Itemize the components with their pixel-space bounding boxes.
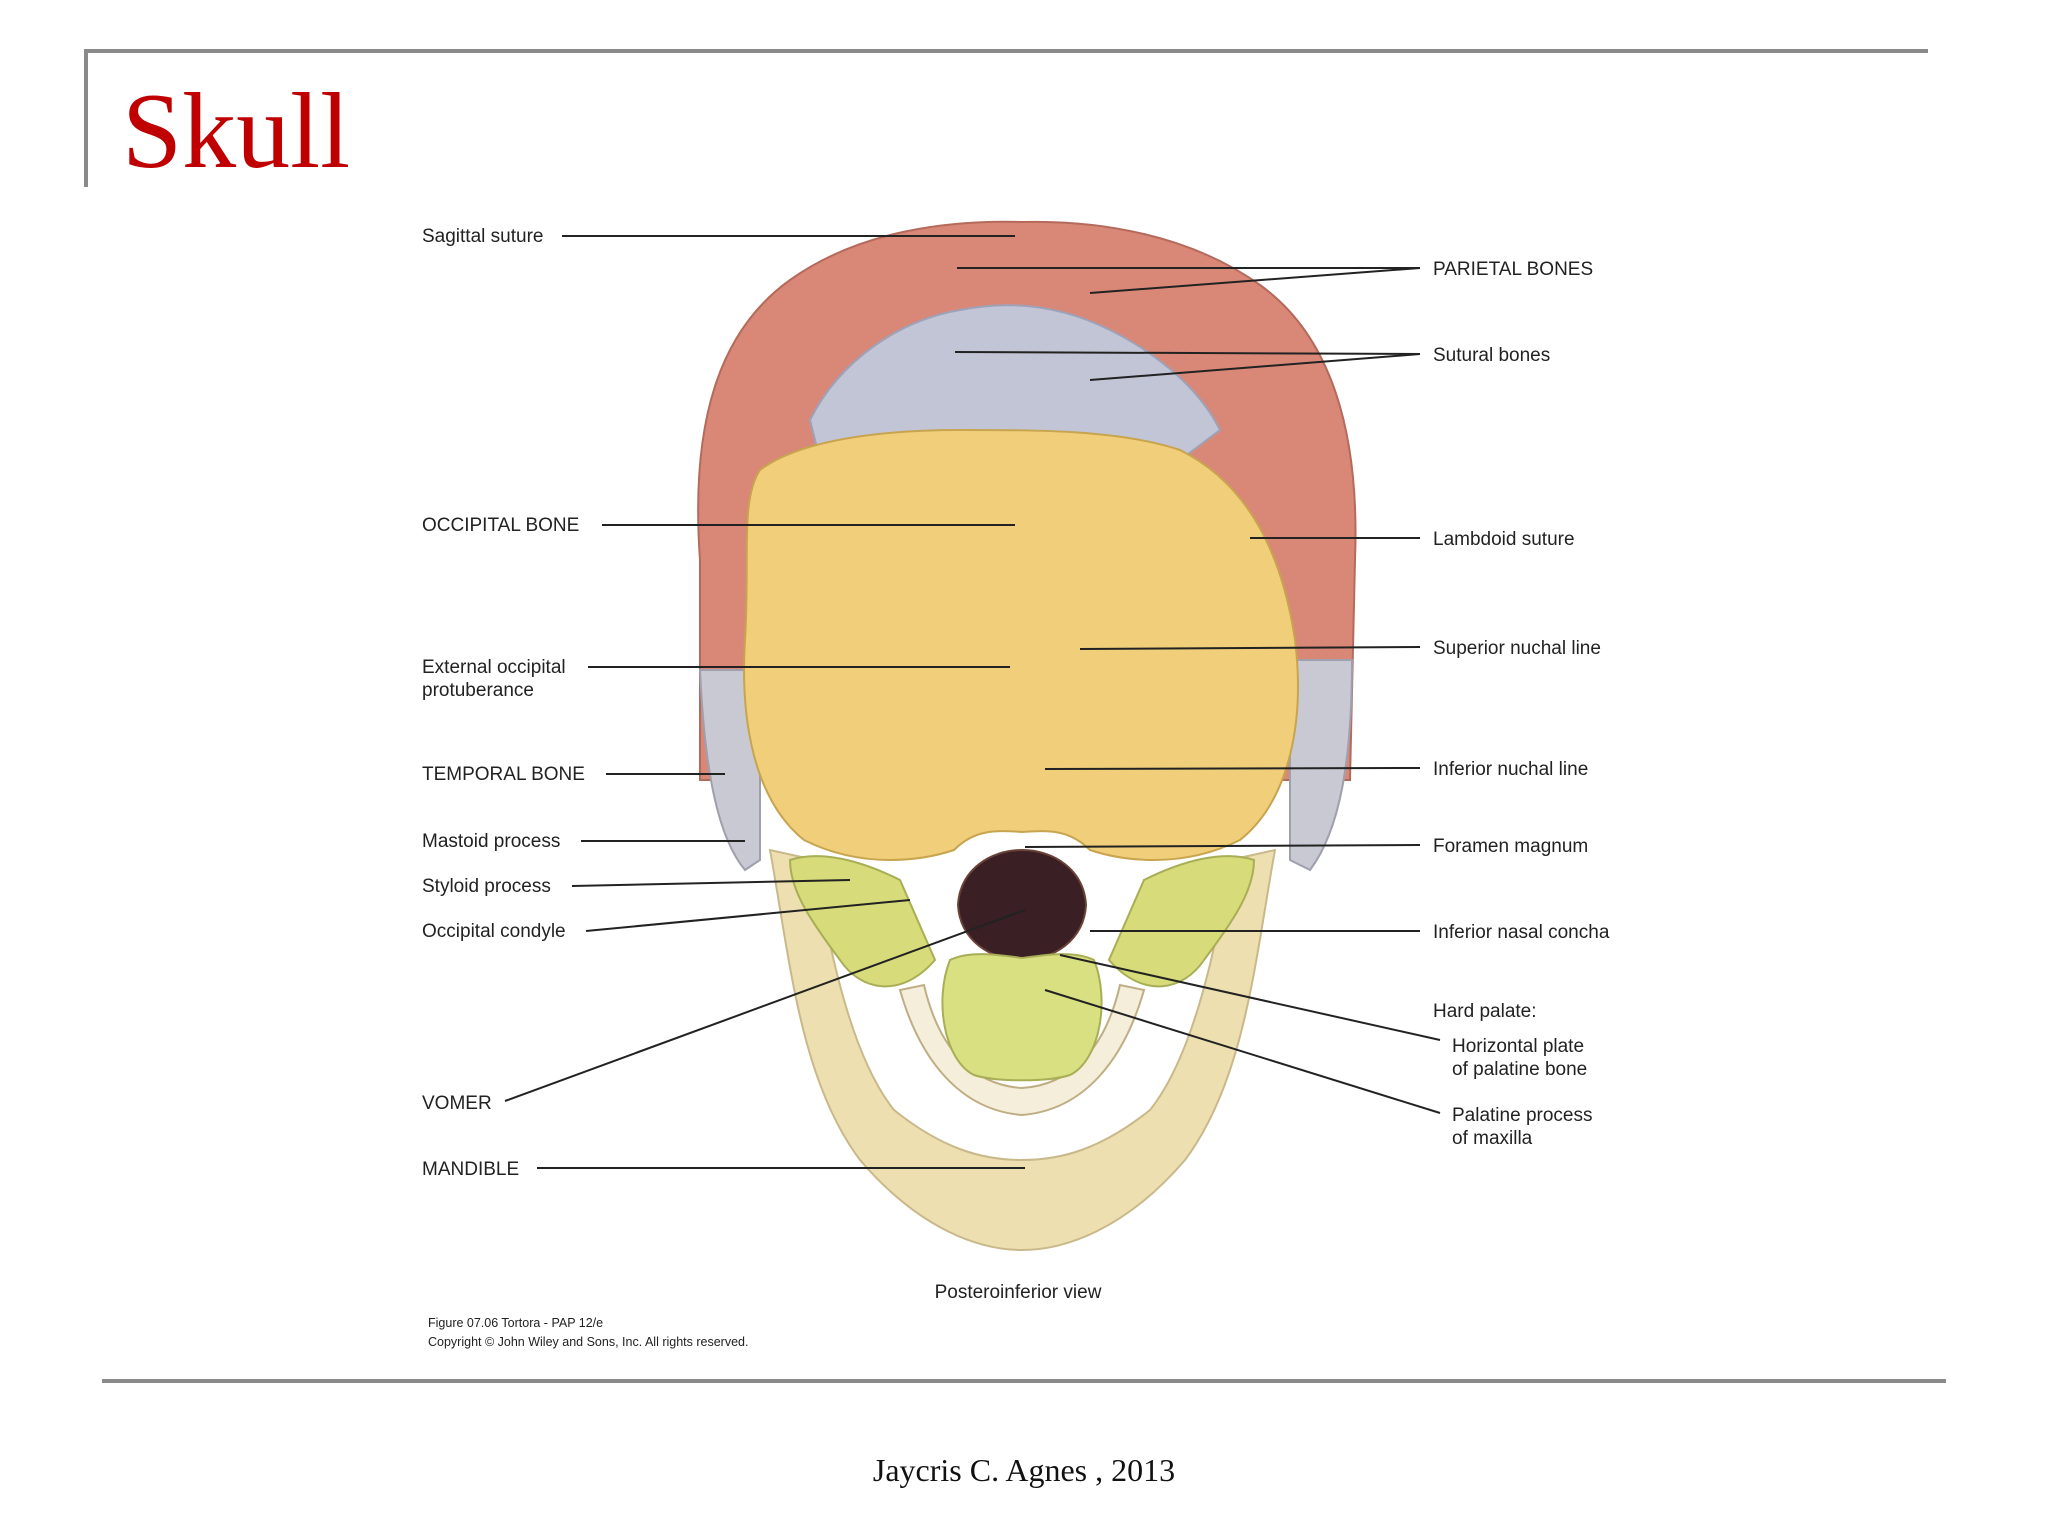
figure-credit-line1: Figure 07.06 Tortora - PAP 12/e	[428, 1316, 603, 1330]
view-caption: Posteroinferior view	[935, 1282, 1102, 1303]
label-sutural-bones: Sutural bones	[1433, 345, 1550, 366]
mandible-shape	[768, 848, 1277, 1252]
label-parietal-bones: PARIETAL BONES	[1433, 259, 1593, 280]
label-mandible: MANDIBLE	[422, 1159, 519, 1180]
label-superior-nuchal-line: Superior nuchal line	[1433, 638, 1601, 659]
label-palatine-process-line2: of maxilla	[1452, 1128, 1533, 1149]
label-occipital-condyle: Occipital condyle	[422, 921, 566, 942]
figure-credit-line2: Copyright © John Wiley and Sons, Inc. Al…	[428, 1335, 748, 1349]
leader-lines	[504, 235, 1441, 1169]
label-vomer: VOMER	[422, 1093, 492, 1114]
label-hard-palate: Hard palate:	[1433, 1001, 1537, 1022]
label-horizontal-plate-line2: of palatine bone	[1452, 1059, 1587, 1080]
labels-right: PARIETAL BONES Sutural bones Lambdoid su…	[1433, 259, 1610, 1149]
label-inferior-nuchal-line: Inferior nuchal line	[1433, 759, 1588, 780]
slide-left-rule	[84, 49, 88, 187]
temporal-left-shape	[698, 669, 761, 872]
skull-illustration	[697, 220, 1357, 1252]
label-sagittal-suture: Sagittal suture	[422, 226, 543, 247]
label-styloid-process: Styloid process	[422, 876, 551, 897]
label-external-occipital-line1: External occipital	[422, 657, 566, 678]
label-occipital-bone: OCCIPITAL BONE	[422, 515, 579, 536]
slide-footer: Jaycris C. Agnes , 2013	[872, 1452, 1176, 1488]
slide-bottom-rule	[102, 1379, 1946, 1383]
labels-left: Sagittal suture OCCIPITAL BONE External …	[422, 226, 585, 1180]
occipital-shape	[743, 428, 1299, 861]
label-temporal-bone: TEMPORAL BONE	[422, 764, 585, 785]
lateral-maxilla-right-shape	[1107, 855, 1256, 988]
label-mastoid-process: Mastoid process	[422, 831, 560, 852]
label-lambdoid-suture: Lambdoid suture	[1433, 529, 1575, 550]
temporal-right-shape	[1289, 659, 1354, 872]
label-inferior-nasal-concha: Inferior nasal concha	[1433, 922, 1610, 943]
slide-top-rule	[84, 49, 1928, 53]
label-external-occipital-line2: protuberance	[422, 680, 534, 701]
foramen-magnum-shape	[956, 848, 1088, 962]
label-foramen-magnum: Foramen magnum	[1433, 836, 1588, 857]
slide-title: Skull	[122, 72, 351, 191]
palate-shape	[941, 953, 1103, 1082]
label-palatine-process-line1: Palatine process	[1452, 1105, 1592, 1126]
label-horizontal-plate-line1: Horizontal plate	[1452, 1036, 1584, 1057]
